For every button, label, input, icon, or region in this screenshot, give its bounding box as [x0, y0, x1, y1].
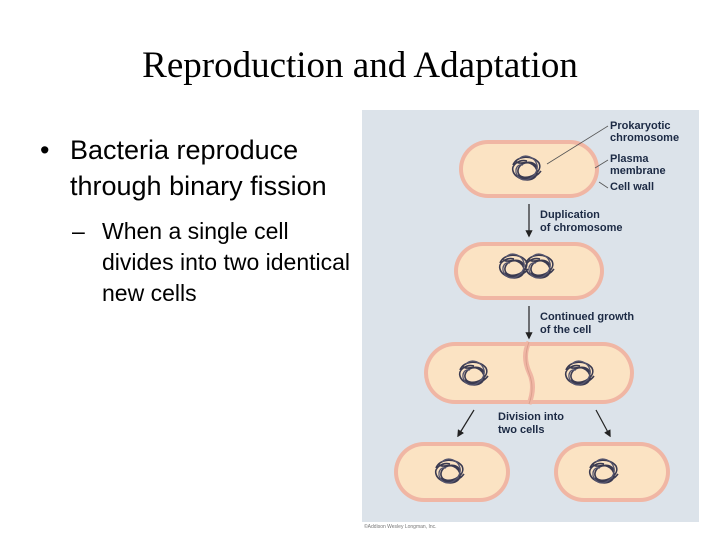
- label-line: Continued growth: [540, 311, 634, 323]
- bullet-text: Bacteria reproduce through binary fissio…: [70, 135, 327, 201]
- bullet-item: • Bacteria reproduce through binary fiss…: [40, 132, 360, 204]
- binary-fission-diagram: Prokaryotic chromosome Plasma membrane C…: [362, 110, 699, 522]
- label-line: chromosome: [610, 132, 679, 144]
- label-line: of chromosome: [540, 222, 623, 234]
- chromosome-label: Prokaryotic chromosome: [610, 120, 679, 144]
- label-line: Plasma: [610, 153, 649, 165]
- step-duplication-label: Duplication of chromosome: [540, 209, 623, 234]
- sub-bullet-item: – When a single cell divides into two id…: [40, 216, 360, 309]
- label-line: membrane: [610, 165, 666, 177]
- label-line: Prokaryotic: [610, 120, 671, 132]
- wall-label: Cell wall: [610, 181, 654, 193]
- diagram-canvas: Prokaryotic chromosome Plasma membrane C…: [394, 120, 679, 502]
- sub-bullet-marker: –: [72, 218, 85, 244]
- membrane-label: Plasma membrane: [610, 153, 666, 177]
- bullet-marker: •: [40, 135, 50, 165]
- step-growth-label: Continued growth of the cell: [540, 311, 637, 336]
- daughter-cell-left: [398, 446, 506, 498]
- bullet-list: • Bacteria reproduce through binary fiss…: [40, 132, 360, 309]
- slide-title: Reproduction and Adaptation: [142, 45, 578, 86]
- label-line: Division into: [498, 411, 564, 423]
- sub-bullet-text: When a single cell divides into two iden…: [102, 218, 351, 306]
- label-line: of the cell: [540, 324, 591, 336]
- daughter-cell-right: [558, 446, 666, 498]
- figure-credit: ©Addison Wesley Longman, Inc.: [364, 524, 437, 530]
- step-division-label: Division into two cells: [498, 411, 567, 436]
- label-line: two cells: [498, 424, 544, 436]
- cell-1: [463, 144, 595, 194]
- label-line: Duplication: [540, 209, 600, 221]
